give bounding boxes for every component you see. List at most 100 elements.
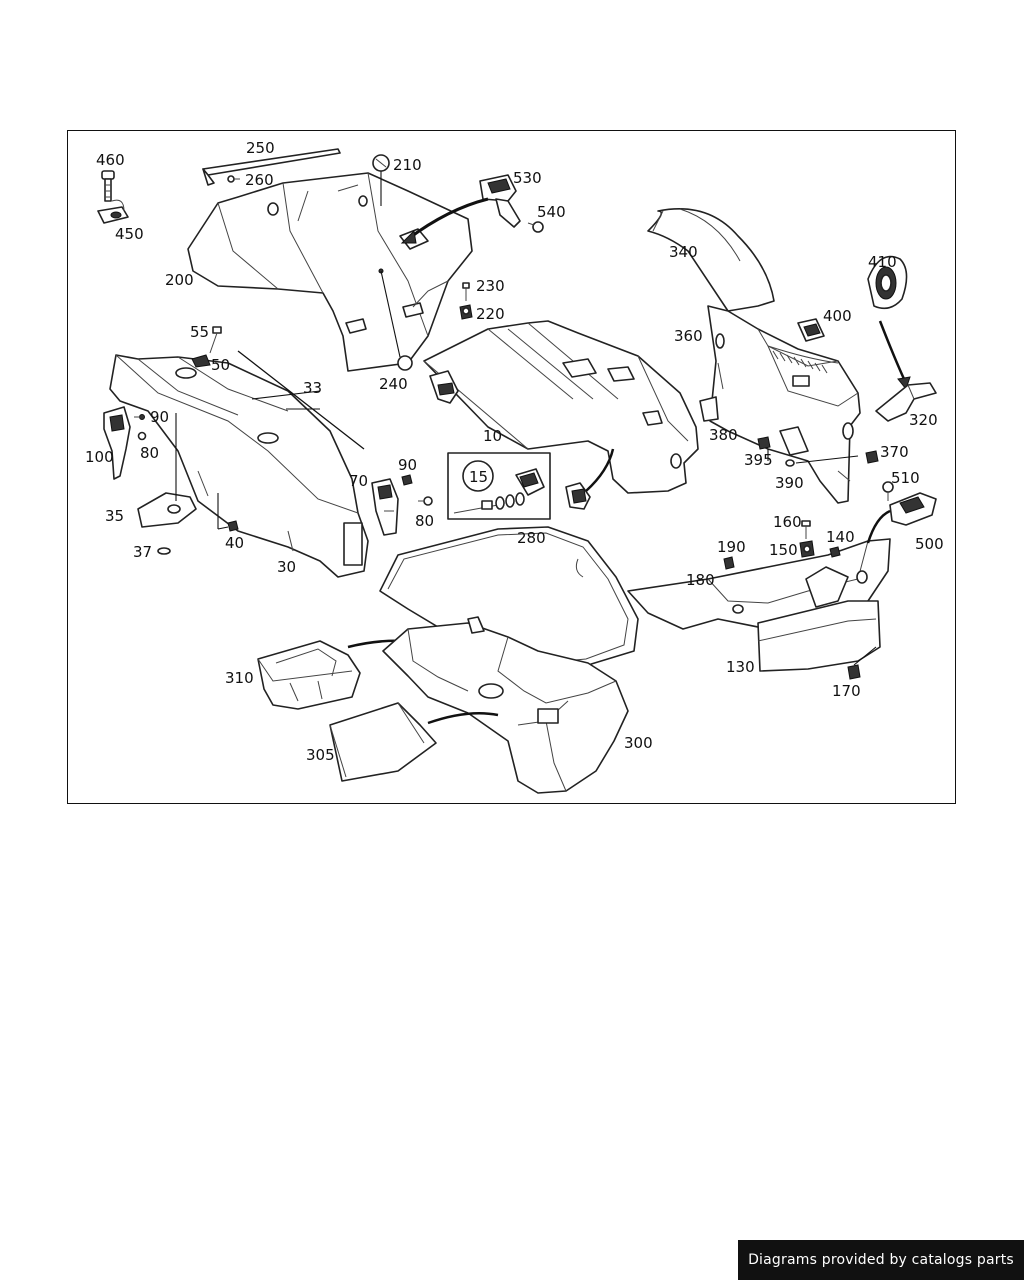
callout-33: 33: [303, 379, 322, 397]
callout-400: 400: [823, 307, 852, 325]
parts-diagram-frame: 460 450 250 260 210 530 540 200 230 220 …: [67, 130, 956, 804]
part-130-lower-panel: [757, 600, 881, 672]
part-90-screw-b: [401, 474, 413, 486]
callout-510: 510: [891, 469, 920, 487]
part-160-screw: [801, 520, 811, 539]
part-260-clip: [227, 175, 240, 183]
part-210-plug: [372, 154, 390, 172]
exploded-parts-diagram: 460 450 250 260 210 530 540 200 230 220 …: [85, 139, 944, 794]
callout-170: 170: [832, 682, 861, 700]
callout-280: 280: [517, 529, 546, 547]
part-10-hinge-right: [565, 448, 615, 510]
part-140-clip: [829, 546, 841, 558]
part-450-tie-down-ring: [97, 199, 129, 224]
part-220-nut: [459, 304, 473, 320]
callout-70: 70: [349, 472, 368, 490]
callout-35: 35: [105, 507, 124, 525]
callout-320: 320: [909, 411, 938, 429]
callout-340: 340: [669, 243, 698, 261]
callout-130: 130: [726, 658, 755, 676]
part-190-clip: [723, 556, 735, 570]
callout-370: 370: [880, 443, 909, 461]
footer-credit-banner: Diagrams provided by catalogs parts: [738, 1240, 1024, 1280]
part-500-handle: [889, 492, 937, 526]
callout-55: 55: [190, 323, 209, 341]
part-280-trunk-mat: [379, 526, 639, 672]
callout-260: 260: [245, 171, 274, 189]
callout-100: 100: [85, 448, 114, 466]
part-300-trunk-tub: [382, 616, 629, 794]
callout-380: 380: [709, 426, 738, 444]
callout-160: 160: [773, 513, 802, 531]
part-360-right-side-trim: [707, 305, 861, 504]
part-100-bracket: [103, 406, 131, 480]
callout-37: 37: [133, 543, 152, 561]
part-320-bracket: [875, 382, 937, 422]
callout-230: 230: [476, 277, 505, 295]
part-340-wheel-arch-trim: [647, 208, 775, 312]
part-35-cover: [137, 492, 197, 528]
callout-90-center: 90: [398, 456, 417, 474]
callout-540: 540: [537, 203, 566, 221]
callout-10: 10: [483, 427, 502, 445]
part-70-striker-bracket: [371, 478, 399, 536]
callout-310: 310: [225, 669, 254, 687]
callout-460: 460: [96, 151, 125, 169]
callout-140: 140: [826, 528, 855, 546]
callout-500: 500: [915, 535, 944, 553]
callout-410: 410: [868, 253, 897, 271]
part-37-clip: [157, 547, 171, 555]
callout-395: 395: [744, 451, 773, 469]
part-55-bolt: [209, 326, 222, 354]
callout-80-center: 80: [415, 512, 434, 530]
part-90-screw-a: [134, 414, 145, 420]
part-305-floor-cover: [329, 702, 437, 782]
part-40-clip: [227, 520, 239, 532]
part-30-left-side-trim: [109, 354, 369, 578]
callout-80-left: 80: [140, 444, 159, 462]
part-370-nut: [865, 450, 879, 464]
part-50-clip: [191, 354, 211, 368]
part-540-screw: [527, 221, 544, 233]
callout-90-left: 90: [150, 408, 169, 426]
part-10-hinge-left: [429, 370, 459, 404]
part-395-clip: [757, 436, 771, 450]
callout-200: 200: [165, 271, 194, 289]
part-200-side-trim-panel: [187, 172, 473, 372]
callout-40: 40: [225, 534, 244, 552]
callout-190: 190: [717, 538, 746, 556]
part-250-trim-strip: [202, 148, 341, 186]
footer-credit-text: Diagrams provided by catalogs parts: [748, 1252, 1014, 1268]
callout-250: 250: [246, 139, 275, 157]
callout-30: 30: [277, 558, 296, 576]
part-240-plug: [397, 355, 413, 371]
part-510-screw: [882, 481, 894, 501]
callout-220: 220: [476, 305, 505, 323]
part-400-vent-clip: [797, 318, 825, 342]
callout-15: 15: [469, 468, 488, 486]
callout-180: 180: [686, 571, 715, 589]
part-230-screw: [462, 282, 470, 301]
part-80-clip-b: [418, 496, 433, 506]
callout-390: 390: [775, 474, 804, 492]
part-410-speaker: [867, 255, 908, 310]
part-380-cover: [699, 396, 719, 422]
part-460-bolt: [101, 170, 115, 202]
part-150-nut: [799, 540, 815, 558]
callout-360: 360: [674, 327, 703, 345]
callout-labels: 460 450 250 260 210 530 540 200 230 220 …: [85, 139, 944, 764]
part-10-rear-shelf: [423, 320, 699, 494]
part-530-bracket: [479, 174, 521, 228]
part-15-hardware-kit: [447, 452, 551, 520]
callout-210: 210: [393, 156, 422, 174]
part-390-clip: [785, 459, 795, 467]
callout-240: 240: [379, 375, 408, 393]
callout-300: 300: [624, 734, 653, 752]
part-310-storage-tray: [257, 640, 361, 710]
callout-305: 305: [306, 746, 335, 764]
callout-450: 450: [115, 225, 144, 243]
part-170-nut: [847, 664, 861, 680]
callout-150: 150: [769, 541, 798, 559]
callout-530: 530: [513, 169, 542, 187]
callout-50: 50: [211, 356, 230, 374]
